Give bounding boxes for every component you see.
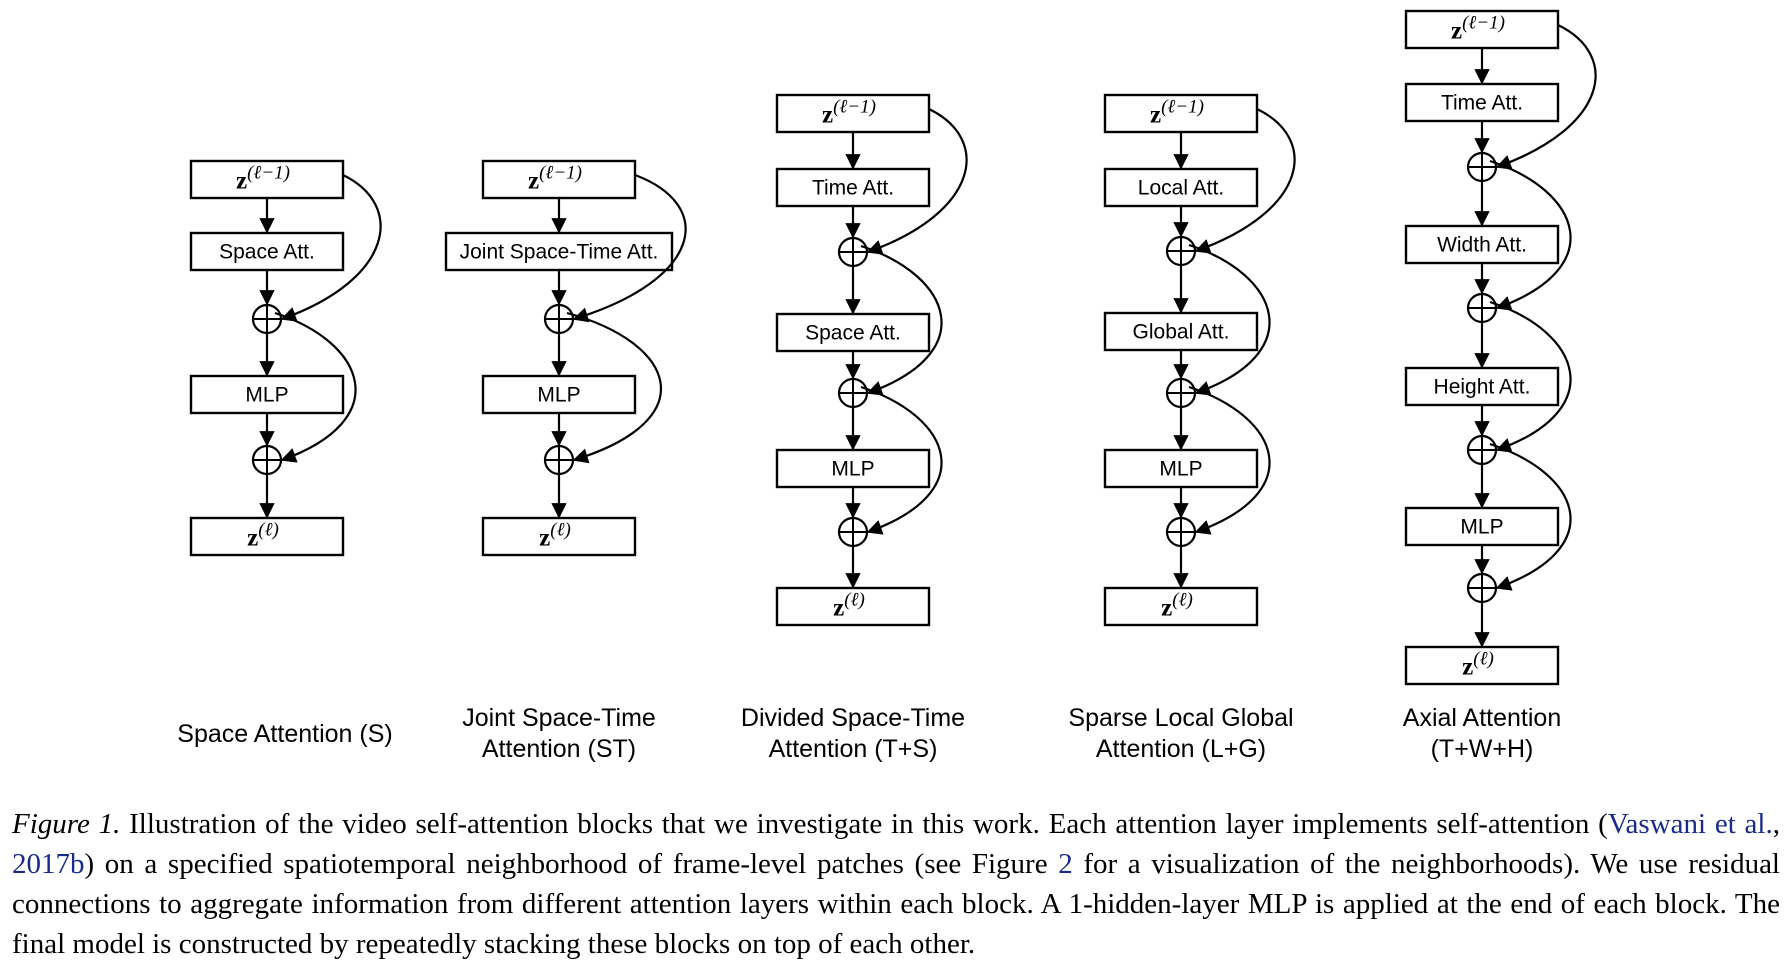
column-title: (T+W+H) (1431, 735, 1534, 763)
input-label: z(ℓ−1) (822, 97, 876, 129)
output-label: z(ℓ) (1161, 590, 1193, 622)
output-label: z(ℓ) (539, 520, 571, 552)
residual-skip-connection (860, 244, 943, 396)
residual-skip-connection (1194, 108, 1296, 254)
residual-skip-connection (860, 385, 943, 535)
citation-author-link[interactable]: Vaswani et al. (1607, 808, 1773, 840)
column-divided: z(ℓ−1) Time Att. Space Att. MLP z(ℓ) Divided … (741, 93, 968, 763)
layer-label: MLP (1460, 516, 1503, 539)
residual-skip-connection (1489, 300, 1572, 453)
output-box (1404, 645, 1560, 686)
input-label: z(ℓ−1) (528, 163, 582, 195)
layer-label: Local Att. (1138, 177, 1224, 200)
residual-skip-connection (1188, 243, 1271, 396)
layer-label: MLP (831, 458, 874, 481)
residual-skip-connection (274, 311, 357, 463)
layer-box (1404, 366, 1560, 407)
figure-label: Figure 1. (12, 808, 121, 840)
caption-text-3: for a visualization of the neighborhoods… (12, 848, 1780, 960)
output-box (189, 516, 345, 557)
column-joint: z(ℓ−1) Joint Space-Time Att. MLP z(ℓ) Joint … (444, 159, 687, 763)
residual-skip-connection (1489, 159, 1572, 311)
output-label: z(ℓ) (833, 590, 865, 622)
caption-text-2: ) on a specified spatiotemporal neighbor… (84, 848, 1059, 880)
layer-label: Global Att. (1133, 321, 1230, 344)
output-box (1103, 586, 1259, 627)
input-label: z(ℓ−1) (1451, 13, 1505, 45)
residual-skip-connection (566, 311, 663, 464)
layer-label: Space Att. (219, 241, 315, 264)
layer-label: Height Att. (1434, 376, 1531, 399)
layer-box (775, 448, 931, 489)
layer-box (444, 231, 674, 272)
layer-label: Width Att. (1437, 234, 1527, 257)
attention-blocks-diagram: z(ℓ−1) Space Att. MLP z(ℓ) Space Attention (… (177, 9, 1597, 763)
column-title: Attention (L+G) (1096, 735, 1266, 763)
layer-box (481, 374, 637, 415)
residual-skip-connection (866, 108, 968, 255)
column-title: Sparse Local Global (1068, 704, 1293, 732)
column-title: Attention (ST) (482, 735, 636, 763)
residual-skip-connection (1188, 385, 1271, 535)
column-title: Axial Attention (1403, 704, 1561, 732)
layer-box (775, 167, 931, 208)
layer-label: MLP (1159, 458, 1202, 481)
output-label: z(ℓ) (247, 520, 279, 552)
input-box (1404, 9, 1560, 50)
column-title: Space Attention (S) (177, 720, 392, 748)
layer-label: Space Att. (805, 322, 901, 345)
layer-label: MLP (537, 384, 580, 407)
figure-caption: Figure 1. Illustration of the video self… (12, 804, 1780, 964)
citation-year-link[interactable]: 2017b (12, 848, 85, 880)
column-title: Attention (T+S) (769, 735, 938, 763)
layer-label: MLP (245, 384, 288, 407)
citation-separator: , (1772, 808, 1780, 840)
layer-box (1404, 82, 1560, 123)
column-axial: z(ℓ−1) Time Att. Width Att. Height Att. MLP z… (1403, 9, 1597, 763)
layer-box (189, 374, 345, 415)
layer-label: Joint Space-Time Att. (460, 241, 659, 264)
output-box (481, 516, 637, 557)
output-label: z(ℓ) (1462, 649, 1494, 681)
column-title: Divided Space-Time (741, 704, 965, 732)
input-box (481, 159, 637, 200)
residual-skip-connection (572, 173, 687, 323)
residual-skip-connection (1489, 442, 1572, 591)
figure-reference-link[interactable]: 2 (1058, 848, 1073, 880)
layer-label: Time Att. (812, 177, 894, 200)
input-box (775, 93, 931, 134)
residual-skip-connection (1495, 24, 1597, 170)
output-box (775, 586, 931, 627)
column-title: Joint Space-Time (462, 704, 656, 732)
column-space: z(ℓ−1) Space Att. MLP z(ℓ) Space Attention (… (177, 159, 393, 748)
input-label: z(ℓ−1) (236, 163, 290, 195)
layer-label: Time Att. (1441, 92, 1523, 115)
input-label: z(ℓ−1) (1150, 97, 1204, 129)
caption-text-1: Illustration of the video self-attention… (120, 808, 1608, 840)
layer-box (775, 312, 931, 353)
residual-skip-connection (280, 174, 382, 322)
